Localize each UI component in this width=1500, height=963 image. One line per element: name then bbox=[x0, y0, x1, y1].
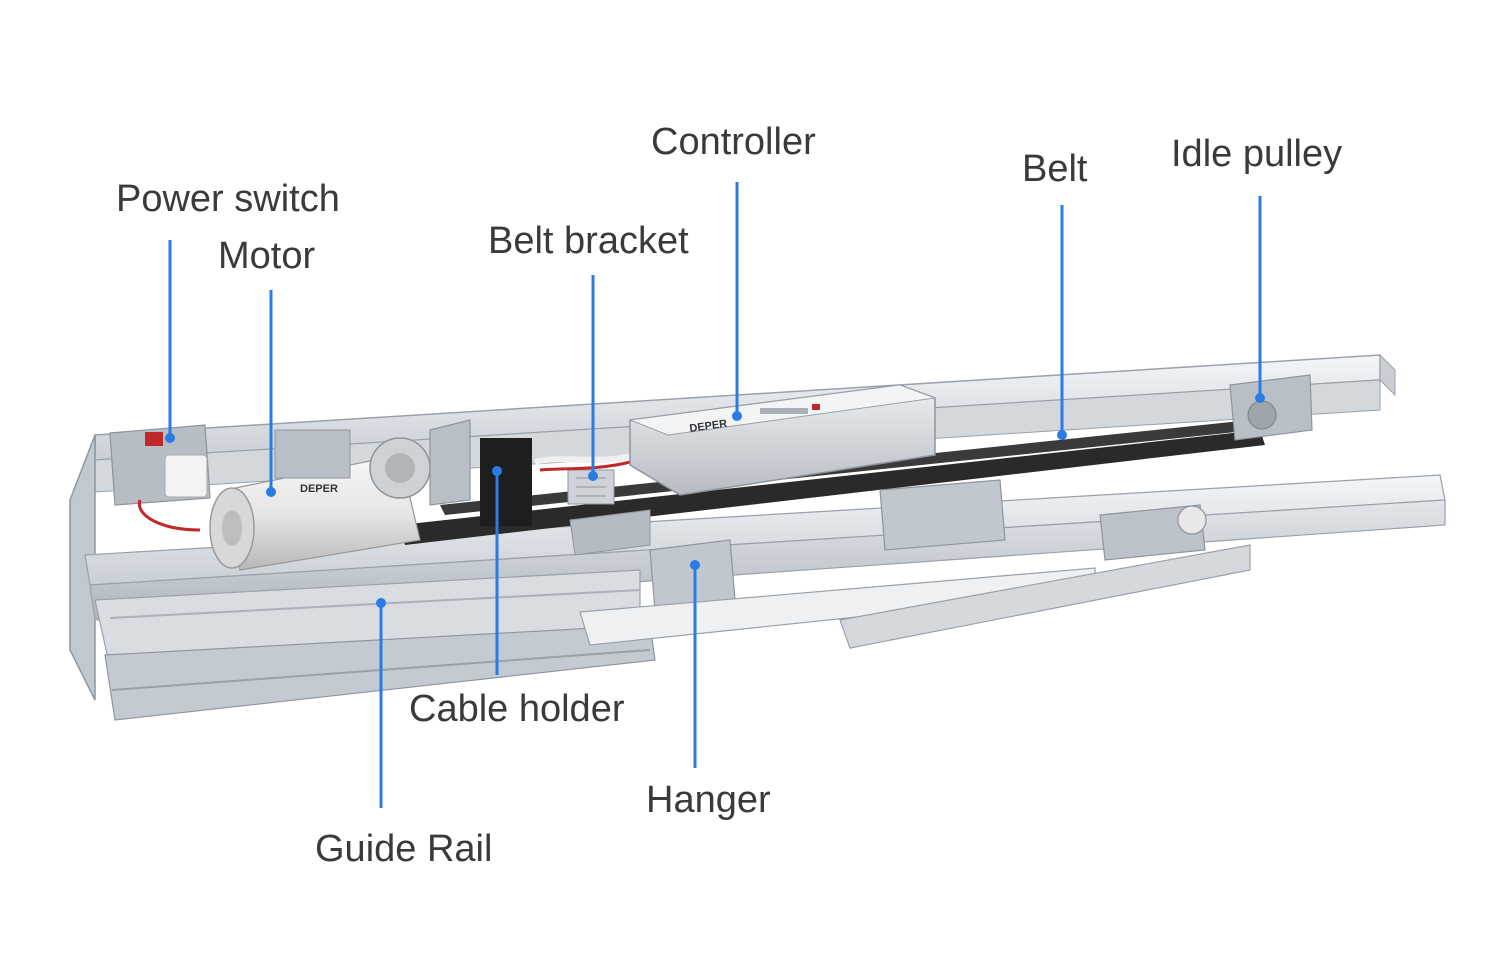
gear-bracket bbox=[429, 419, 471, 506]
idle-pulley-assembly bbox=[1229, 374, 1313, 441]
leader-lines bbox=[165, 182, 1265, 808]
dot-belt-bracket bbox=[588, 471, 598, 481]
dot-motor bbox=[266, 487, 276, 497]
dot-cable-holder bbox=[492, 466, 502, 476]
door-plates bbox=[579, 544, 1251, 649]
label-idle-pulley: Idle pulley bbox=[1171, 133, 1343, 175]
label-controller: Controller bbox=[651, 121, 816, 163]
dot-controller bbox=[732, 411, 742, 421]
motor-brand-text: DEPER bbox=[300, 483, 338, 495]
label-motor: Motor bbox=[218, 235, 316, 277]
dot-power-switch bbox=[165, 433, 175, 443]
controller-brand-text: DEPER bbox=[689, 418, 728, 435]
motor: DEPER bbox=[209, 429, 431, 571]
label-belt-bracket: Belt bracket bbox=[488, 220, 689, 262]
dot-idle-pulley bbox=[1255, 393, 1265, 403]
controller: DEPER bbox=[629, 384, 936, 496]
label-hanger: Hanger bbox=[646, 779, 771, 821]
dot-belt bbox=[1057, 430, 1067, 440]
power-switch-assembly bbox=[109, 424, 211, 532]
cable-holder bbox=[480, 438, 532, 526]
dot-guide-rail bbox=[376, 598, 386, 608]
label-cable-holder: Cable holder bbox=[409, 688, 625, 730]
label-power-switch: Power switch bbox=[116, 178, 340, 220]
label-belt: Belt bbox=[1022, 148, 1088, 190]
hangers bbox=[569, 479, 1207, 611]
dot-hanger bbox=[690, 560, 700, 570]
label-guide-rail: Guide Rail bbox=[315, 828, 493, 870]
power-switch bbox=[145, 432, 163, 446]
